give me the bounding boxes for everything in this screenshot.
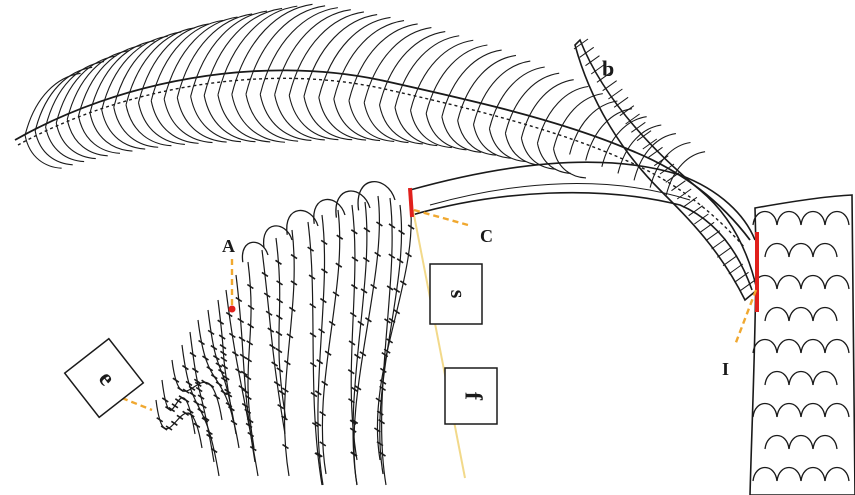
label-a: A: [222, 236, 235, 256]
box-f: f: [445, 368, 497, 424]
marker-c: [410, 188, 412, 217]
leaflet: [260, 94, 311, 140]
leaflet: [191, 11, 267, 96]
leaflet: [164, 17, 237, 99]
leaflet: [246, 6, 325, 94]
leaflet: [537, 87, 588, 144]
measure-line: [413, 210, 465, 478]
rachilla: [172, 360, 222, 420]
flower-tick: [175, 399, 181, 403]
leaflet: [349, 24, 418, 101]
flower-tick: [178, 387, 184, 391]
label-f: f: [459, 392, 485, 401]
label-s: s: [446, 290, 471, 299]
rachilla-loop: [264, 226, 292, 248]
flower-tick: [211, 375, 217, 379]
leaflet: [56, 56, 116, 123]
leaflet: [380, 32, 446, 105]
leaflet: [35, 131, 73, 165]
rachilla-loops: [242, 182, 395, 263]
leaflet: [334, 99, 380, 141]
leaflet: [319, 98, 366, 141]
rachilla: [284, 230, 294, 476]
marker-a: [229, 306, 236, 313]
leaflet: [232, 94, 285, 142]
leaflet: [474, 61, 531, 124]
rachillae: [156, 196, 411, 485]
rachilla: [377, 200, 411, 460]
box-s: s: [430, 264, 482, 324]
leaflet: [151, 20, 223, 100]
leaflet: [46, 127, 85, 162]
label-i: I: [722, 359, 729, 379]
hatch-line: [608, 89, 622, 99]
leaflet: [474, 125, 511, 159]
leaflet: [191, 96, 241, 141]
leaflet: [426, 113, 466, 149]
leaflet: [304, 15, 377, 97]
palm-trunk: [750, 195, 855, 495]
leaflet: [164, 99, 212, 143]
leaflet: [505, 133, 540, 165]
label-c: C: [480, 226, 493, 246]
leaflet: [289, 95, 338, 139]
box-e: e: [65, 339, 144, 418]
flower-tick: [208, 383, 214, 387]
leaflet: [275, 95, 325, 140]
leaflet: [177, 98, 226, 142]
leaflet: [25, 135, 62, 168]
flower-tick: [216, 382, 222, 386]
label-b: b: [602, 56, 614, 81]
rachilla: [380, 205, 402, 474]
leaflet: [304, 96, 352, 139]
flower-tick: [172, 404, 178, 408]
leaflet: [554, 94, 603, 149]
leaflet: [177, 14, 252, 98]
leaflet: [505, 73, 559, 133]
leaflet: [56, 123, 96, 159]
leaflet: [489, 67, 544, 129]
leaflet: [67, 51, 128, 120]
rachilla-loop: [314, 199, 345, 223]
leaflet: [489, 129, 525, 162]
flower-tick: [183, 398, 189, 402]
leaflet: [232, 4, 313, 94]
leaflet: [260, 8, 338, 95]
leaflet: [46, 62, 104, 127]
